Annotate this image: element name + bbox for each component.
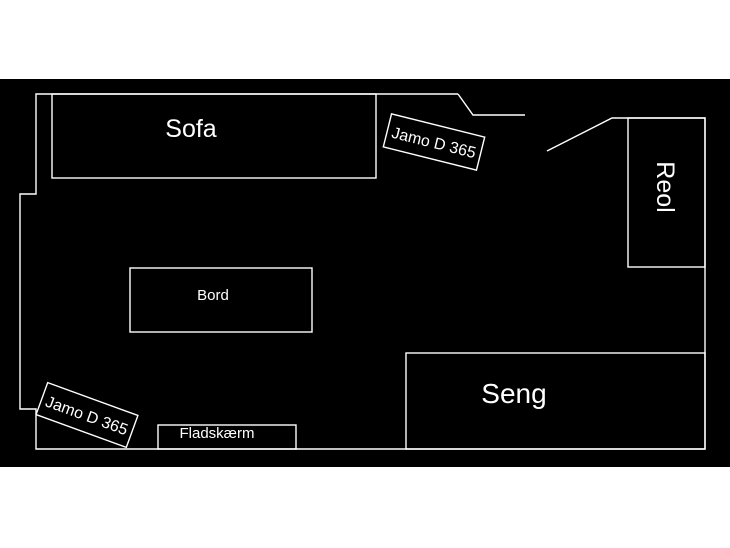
table-label: Bord [197,287,229,304]
sofa-outline [51,93,377,179]
tv-label: Fladskærm [179,425,254,442]
bed-outline [405,352,706,450]
table: Bord [129,267,313,333]
tv-outline [157,424,297,450]
table-outline [129,267,313,333]
plan-background [0,79,730,467]
tv: Fladskærm [157,424,297,450]
bed: Seng [405,352,706,450]
bookshelf-label: Reol [651,161,679,212]
door-opening-wall [457,93,525,116]
floor-plan-drawing: Sofa Jamo D 365 Reol Bord Seng Jamo D 36… [0,79,730,467]
bookshelf: Reol [627,117,706,268]
bookshelf-outline [627,117,706,268]
sofa: Sofa [51,93,377,179]
speaker-bottom-outline [35,381,139,449]
speaker-top-outline [382,113,486,171]
bed-label: Seng [481,378,546,409]
sofa-label: Sofa [165,115,217,143]
